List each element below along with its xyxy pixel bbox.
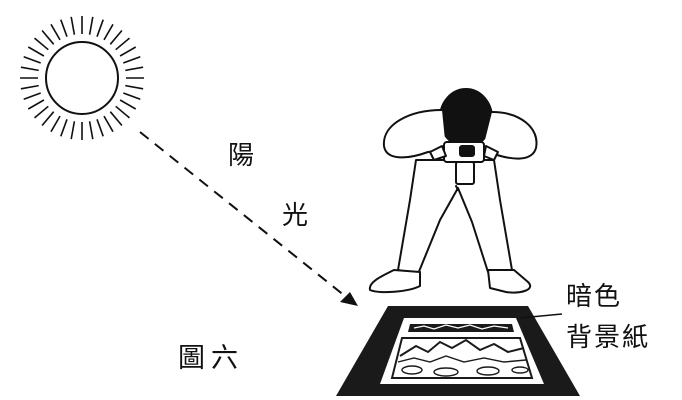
sun-ray bbox=[123, 56, 141, 64]
photographer-figure bbox=[368, 88, 538, 294]
dark-paper-label-line2: 背景紙 bbox=[566, 323, 651, 353]
sun-icon bbox=[20, 16, 144, 140]
sun-ray bbox=[70, 121, 76, 140]
sun-ray bbox=[50, 23, 61, 41]
head bbox=[439, 88, 493, 148]
sun-ray bbox=[125, 66, 144, 72]
sun-ray bbox=[20, 84, 39, 90]
sun-ray bbox=[103, 115, 114, 133]
sun-ray bbox=[41, 29, 55, 45]
sunlight-arrow bbox=[139, 131, 358, 306]
sun-ray bbox=[123, 92, 141, 100]
sun-ray bbox=[60, 19, 68, 37]
sunlight-label-char2: 光 bbox=[282, 201, 311, 231]
sun-ray bbox=[115, 37, 131, 51]
sun-ray bbox=[27, 46, 45, 57]
dark-paper-label-line1: 暗色 bbox=[566, 282, 623, 312]
sun-ray bbox=[23, 56, 41, 64]
sun-ray bbox=[88, 16, 94, 35]
sun-ray bbox=[70, 16, 76, 35]
sun-ray bbox=[33, 37, 49, 51]
sun-ray bbox=[96, 19, 104, 37]
sun-ray bbox=[27, 99, 45, 110]
sun-ray bbox=[20, 66, 39, 72]
sun-ray bbox=[125, 84, 144, 90]
dark-background-paper bbox=[336, 306, 580, 396]
sun-ray bbox=[60, 119, 68, 137]
sun-ray bbox=[119, 99, 137, 110]
sun-ray bbox=[96, 119, 104, 137]
sun-ray bbox=[23, 92, 41, 100]
artwork-landscape bbox=[390, 337, 534, 379]
sun-ray bbox=[41, 111, 55, 127]
figure-caption: 圖六 bbox=[178, 343, 244, 374]
sun-ray bbox=[109, 29, 123, 45]
sun-ray bbox=[50, 115, 61, 133]
sun-ray bbox=[103, 23, 114, 41]
sun-ray bbox=[109, 111, 123, 127]
sun-ray bbox=[119, 46, 137, 57]
sunlight-label-char1: 陽 bbox=[228, 141, 257, 171]
sun-ray bbox=[33, 105, 49, 119]
sun-ray bbox=[115, 105, 131, 119]
sun-ray bbox=[88, 121, 94, 140]
